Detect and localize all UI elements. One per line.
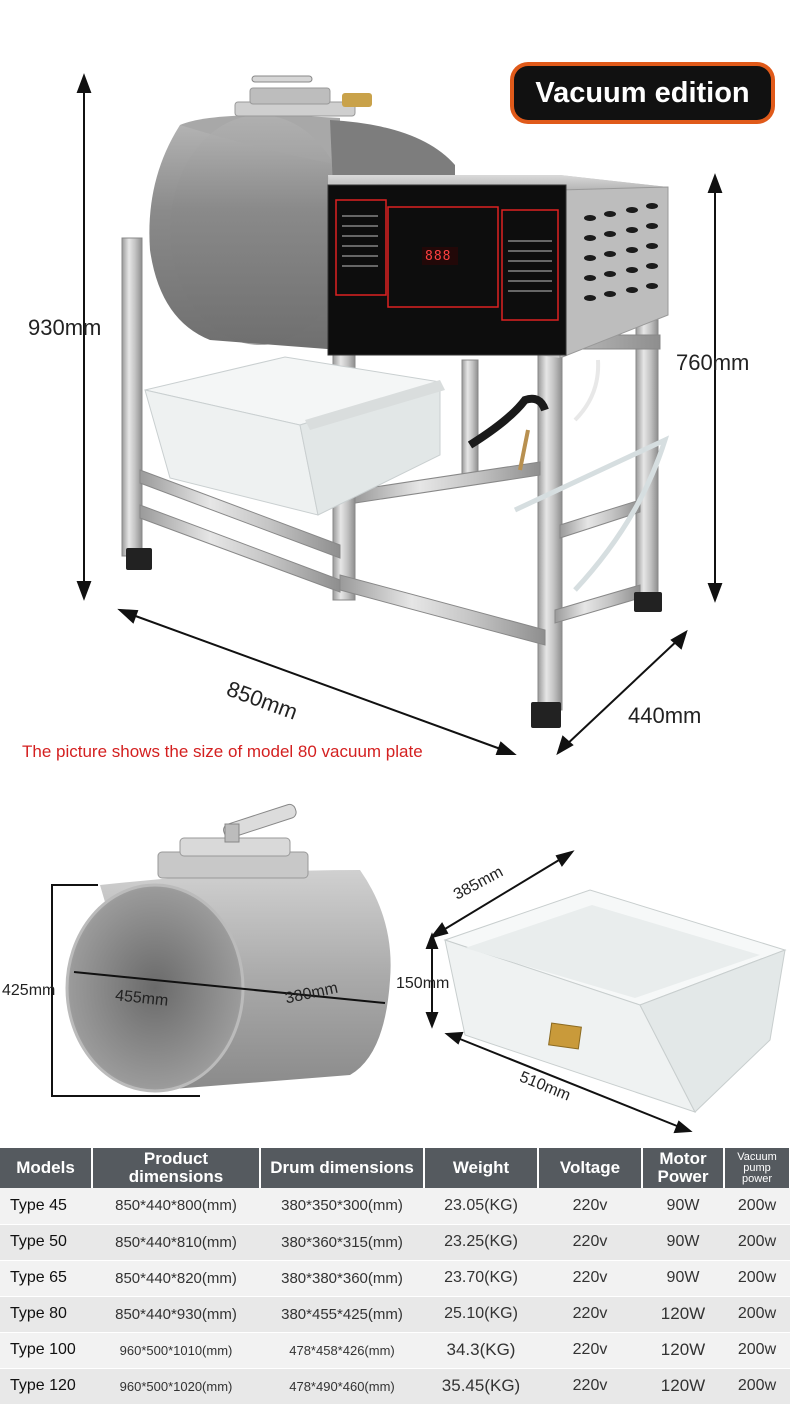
cell-vacuum-pump-power: 200w <box>724 1332 790 1369</box>
header-vacuum-pump-power: Vacuum pump power <box>724 1148 790 1188</box>
cell-motor-power: 120W <box>642 1368 724 1405</box>
cell-voltage: 220v <box>538 1296 642 1333</box>
cell-product-dimensions: 850*440*810(mm) <box>92 1224 260 1261</box>
cell-voltage: 220v <box>538 1260 642 1297</box>
cell-product-dimensions: 960*500*1020(mm) <box>92 1368 260 1405</box>
size-note: The picture shows the size of model 80 v… <box>22 742 423 761</box>
cell-model: Type 50 <box>0 1224 92 1261</box>
table-header-row: Models Product dimensions Drum dimension… <box>0 1148 790 1188</box>
cell-model: Type 65 <box>0 1260 92 1297</box>
table-row: Type 100 960*500*1010(mm) 478*458*426(mm… <box>0 1332 790 1369</box>
machine-illustration <box>76 73 723 756</box>
cell-drum-dimensions: 478*458*426(mm) <box>260 1332 424 1369</box>
drum-height-label: 425mm <box>2 982 56 999</box>
cell-voltage: 220v <box>538 1188 642 1225</box>
cell-drum-dimensions: 380*455*425(mm) <box>260 1296 424 1333</box>
header-motor-power: Motor Power <box>642 1148 725 1188</box>
edition-badge-label: Vacuum edition <box>514 66 771 120</box>
depth-label: 440mm <box>628 703 702 728</box>
cell-drum-dimensions: 478*490*460(mm) <box>260 1368 424 1405</box>
cell-model: Type 80 <box>0 1296 92 1333</box>
cell-weight: 35.45(KG) <box>424 1368 538 1405</box>
header-voltage: Voltage <box>538 1148 643 1188</box>
height-frame-label: 760mm <box>676 350 750 375</box>
table-row: Type 45 850*440*800(mm) 380*350*300(mm) … <box>0 1188 790 1225</box>
spec-table: Models Product dimensions Drum dimension… <box>0 1148 790 1405</box>
header-drum-dimensions: Drum dimensions <box>260 1148 425 1188</box>
cell-motor-power: 120W <box>642 1296 724 1333</box>
header-weight: Weight <box>424 1148 539 1188</box>
cell-weight: 34.3(KG) <box>424 1332 538 1369</box>
cell-model: Type 45 <box>0 1188 92 1225</box>
cell-voltage: 220v <box>538 1368 642 1405</box>
cell-motor-power: 90W <box>642 1224 724 1261</box>
cell-vacuum-pump-power: 200w <box>724 1368 790 1405</box>
table-row: Type 80 850*440*930(mm) 380*455*425(mm) … <box>0 1296 790 1333</box>
cell-weight: 25.10(KG) <box>424 1296 538 1333</box>
cell-motor-power: 90W <box>642 1188 724 1225</box>
cell-vacuum-pump-power: 200w <box>724 1188 790 1225</box>
cell-vacuum-pump-power: 200w <box>724 1296 790 1333</box>
edition-badge: Vacuum edition <box>510 62 775 124</box>
table-row: Type 120 960*500*1020(mm) 478*490*460(mm… <box>0 1368 790 1405</box>
cell-product-dimensions: 850*440*820(mm) <box>92 1260 260 1297</box>
cell-vacuum-pump-power: 200w <box>724 1260 790 1297</box>
cell-vacuum-pump-power: 200w <box>724 1224 790 1261</box>
cell-motor-power: 120W <box>642 1332 724 1369</box>
cell-product-dimensions: 850*440*930(mm) <box>92 1296 260 1333</box>
cell-voltage: 220v <box>538 1332 642 1369</box>
cell-drum-dimensions: 380*360*315(mm) <box>260 1224 424 1261</box>
cell-weight: 23.25(KG) <box>424 1224 538 1261</box>
drum-illustration <box>51 803 391 1097</box>
tray-height-label: 150mm <box>396 975 450 992</box>
table-row: Type 50 850*440*810(mm) 380*360*315(mm) … <box>0 1224 790 1261</box>
lid <box>234 75 372 117</box>
cell-motor-power: 90W <box>642 1260 724 1297</box>
basin <box>144 356 445 516</box>
cell-product-dimensions: 960*500*1010(mm) <box>92 1332 260 1369</box>
cell-weight: 23.70(KG) <box>424 1260 538 1297</box>
cell-drum-dimensions: 380*350*300(mm) <box>260 1188 424 1225</box>
cell-voltage: 220v <box>538 1224 642 1261</box>
cell-model: Type 120 <box>0 1368 92 1405</box>
cell-product-dimensions: 850*440*800(mm) <box>92 1188 260 1225</box>
height-total-label: 930mm <box>28 315 102 340</box>
cell-model: Type 100 <box>0 1332 92 1369</box>
cell-weight: 23.05(KG) <box>424 1188 538 1225</box>
cell-drum-dimensions: 380*380*360(mm) <box>260 1260 424 1297</box>
control-box <box>327 175 669 359</box>
header-product-dimensions: Product dimensions <box>92 1148 261 1188</box>
tray-illustration <box>425 850 787 1134</box>
display-readout: 888 <box>425 249 452 264</box>
table-row: Type 65 850*440*820(mm) 380*380*360(mm) … <box>0 1260 790 1297</box>
header-models: Models <box>0 1148 93 1188</box>
